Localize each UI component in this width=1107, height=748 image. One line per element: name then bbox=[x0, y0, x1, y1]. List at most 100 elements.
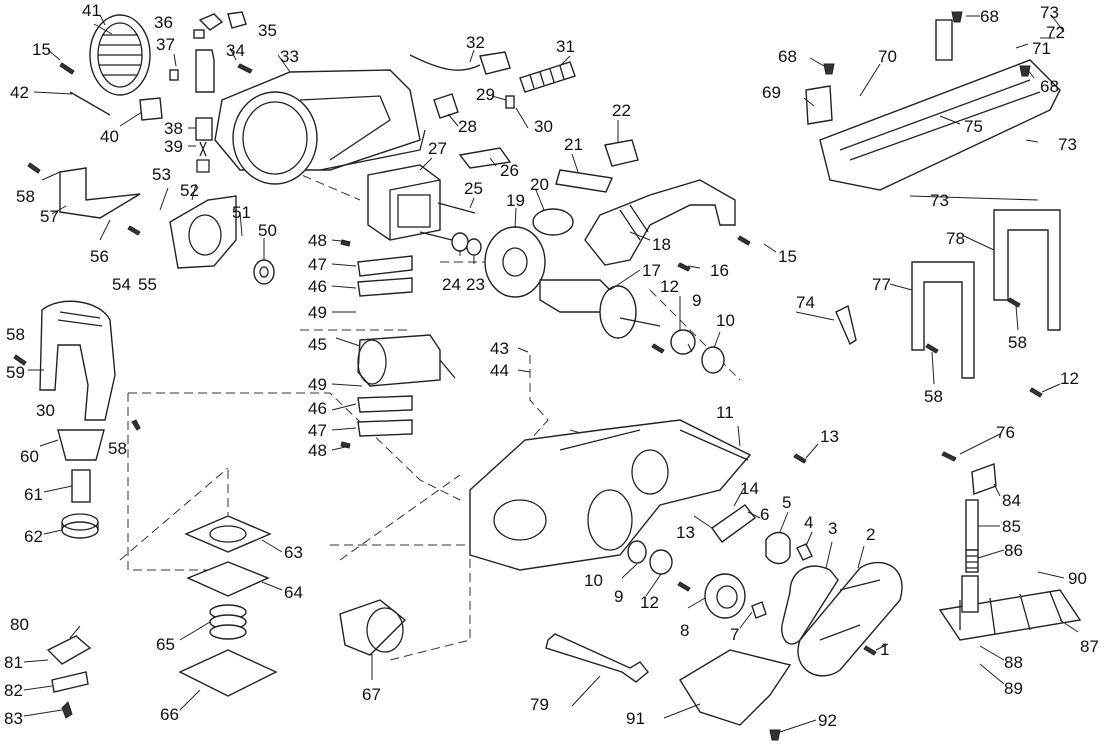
part-18-handle bbox=[584, 179, 736, 266]
label-52: 52 bbox=[180, 181, 199, 200]
label-68: 68 bbox=[980, 7, 999, 26]
part-65-bellows bbox=[209, 604, 247, 640]
label-31: 31 bbox=[556, 37, 575, 56]
part-91-shoe bbox=[679, 649, 792, 726]
label-46: 46 bbox=[308, 277, 327, 296]
label-65: 65 bbox=[156, 635, 175, 654]
label-87: 87 bbox=[1080, 637, 1099, 656]
label-5: 5 bbox=[782, 493, 791, 512]
label-15b: 15 bbox=[778, 247, 797, 266]
label-62: 62 bbox=[24, 527, 43, 546]
label-42: 42 bbox=[10, 83, 29, 102]
part-85-pin bbox=[965, 499, 979, 551]
label-58: 58 bbox=[16, 187, 35, 206]
part-69-bracket bbox=[805, 85, 833, 125]
label-12: 12 bbox=[660, 277, 679, 296]
label-20: 20 bbox=[530, 175, 549, 194]
label-45: 45 bbox=[308, 335, 327, 354]
label-37: 37 bbox=[156, 35, 175, 54]
label-71: 71 bbox=[1032, 39, 1051, 58]
label-24: 24 bbox=[442, 275, 461, 294]
part-62-ring bbox=[61, 513, 99, 539]
label-80: 80 bbox=[10, 615, 29, 634]
part-32-plug bbox=[479, 51, 511, 75]
part-11-main-housing bbox=[469, 419, 752, 571]
label-4: 4 bbox=[804, 513, 813, 532]
label-64: 64 bbox=[284, 583, 303, 602]
part-75-parallel-guide bbox=[819, 19, 1061, 191]
label-57: 57 bbox=[40, 207, 59, 226]
part-64-gasket bbox=[186, 561, 270, 597]
label-43: 43 bbox=[490, 339, 509, 358]
label-59: 59 bbox=[6, 363, 25, 382]
part-25-pin bbox=[437, 202, 476, 214]
label-90: 90 bbox=[1068, 569, 1087, 588]
part-86-spring bbox=[965, 549, 979, 573]
part-21-rail bbox=[555, 169, 613, 193]
label-92: 92 bbox=[818, 711, 837, 730]
part-38-brush-holders bbox=[195, 49, 215, 173]
label-10b: 10 bbox=[584, 571, 603, 590]
label-23: 23 bbox=[466, 275, 485, 294]
label-53: 53 bbox=[152, 165, 171, 184]
label-47b: 47 bbox=[308, 421, 327, 440]
label-63: 63 bbox=[284, 543, 303, 562]
label-28: 28 bbox=[458, 117, 477, 136]
part-63-adapter bbox=[184, 515, 272, 553]
part-27-stator bbox=[367, 164, 441, 241]
label-50: 50 bbox=[258, 221, 277, 240]
part-29-clip bbox=[505, 95, 515, 109]
label-60: 60 bbox=[20, 447, 39, 466]
part-10-pulley bbox=[701, 346, 725, 374]
label-89: 89 bbox=[1004, 679, 1023, 698]
part-46-47-blades-upper bbox=[357, 255, 413, 297]
part-82-blade bbox=[51, 671, 89, 693]
label-44: 44 bbox=[490, 361, 509, 380]
label-73b: 73 bbox=[1058, 135, 1077, 154]
label-72: 72 bbox=[1046, 23, 1065, 42]
part-40-block bbox=[139, 97, 163, 121]
label-46b: 46 bbox=[308, 399, 327, 418]
label-26: 26 bbox=[500, 161, 519, 180]
part-3-belt bbox=[781, 565, 839, 645]
label-38: 38 bbox=[164, 119, 183, 138]
label-29: 29 bbox=[476, 85, 495, 104]
label-56: 56 bbox=[90, 247, 109, 266]
part-83-screw bbox=[61, 701, 73, 719]
part-46-47-blades-lower bbox=[357, 395, 413, 437]
label-47: 47 bbox=[308, 255, 327, 274]
part-50-knob bbox=[253, 259, 275, 285]
part-20-cap bbox=[532, 208, 574, 236]
label-76: 76 bbox=[996, 423, 1015, 442]
part-81-holder bbox=[46, 635, 92, 665]
part-9-flange-lower bbox=[649, 549, 673, 575]
part-45-cutter-drum bbox=[357, 334, 456, 387]
label-15: 15 bbox=[32, 40, 51, 59]
part-4-nut bbox=[796, 543, 813, 561]
label-11: 11 bbox=[716, 403, 734, 422]
label-81: 81 bbox=[4, 653, 23, 672]
label-34: 34 bbox=[226, 41, 245, 60]
label-27: 27 bbox=[428, 139, 447, 158]
label-7: 7 bbox=[730, 625, 739, 644]
label-78: 78 bbox=[946, 229, 965, 248]
part-37-insert bbox=[169, 69, 179, 81]
label-30b: 30 bbox=[36, 401, 55, 420]
label-84: 84 bbox=[1002, 491, 1021, 510]
label-33: 33 bbox=[280, 47, 299, 66]
label-77: 77 bbox=[872, 275, 891, 294]
part-26-label bbox=[458, 147, 512, 169]
label-82: 82 bbox=[4, 681, 23, 700]
callout-labels: 1 2 3 4 5 6 7 8 9 9 10 10 11 12 12 12 13… bbox=[4, 1, 1099, 730]
part-25-shaft bbox=[419, 231, 453, 241]
leader-lines bbox=[23, 14, 1079, 733]
part-15-screw bbox=[59, 62, 75, 75]
label-14: 14 bbox=[740, 479, 759, 498]
label-35: 35 bbox=[258, 21, 277, 40]
label-58e: 58 bbox=[924, 387, 943, 406]
label-13: 13 bbox=[820, 427, 839, 446]
label-73: 73 bbox=[1040, 3, 1059, 22]
label-61: 61 bbox=[24, 485, 43, 504]
label-3: 3 bbox=[828, 519, 837, 538]
small-screws bbox=[13, 11, 1043, 741]
